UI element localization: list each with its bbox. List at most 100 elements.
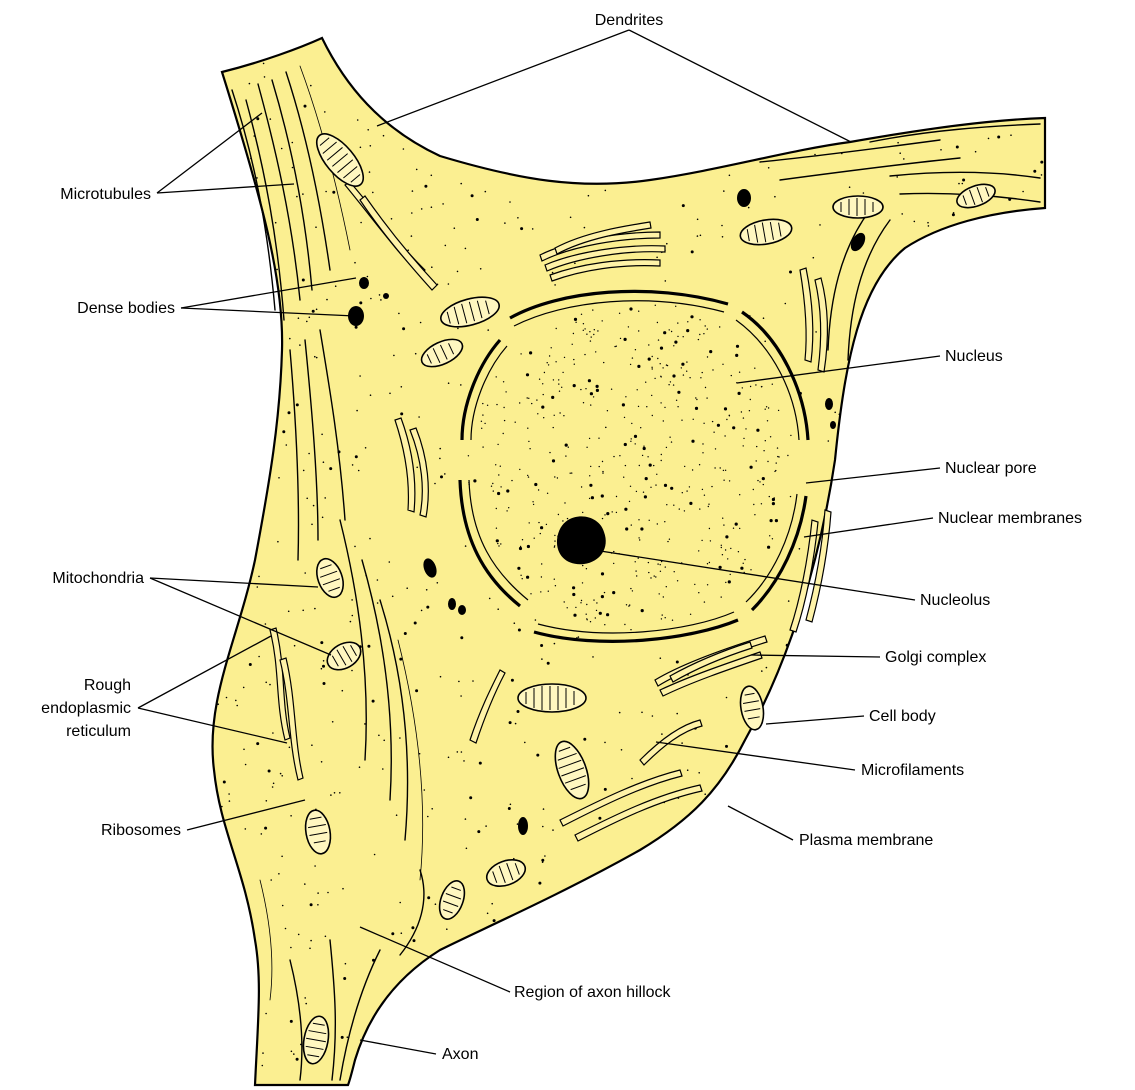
chromatin-dot bbox=[669, 437, 670, 438]
chromatin-dot bbox=[686, 329, 689, 332]
ribosome-dot bbox=[372, 700, 375, 703]
ribosome-dot bbox=[509, 201, 511, 203]
ribosome-dot bbox=[245, 828, 247, 830]
ribosome-dot bbox=[997, 136, 1000, 139]
chromatin-dot bbox=[511, 480, 512, 481]
ribosome-dot bbox=[1040, 161, 1043, 164]
chromatin-dot bbox=[597, 528, 600, 531]
chromatin-dot bbox=[628, 326, 629, 327]
ribosome-dot bbox=[485, 191, 487, 193]
ribosome-dot bbox=[354, 546, 356, 548]
ribosome-dot bbox=[398, 313, 400, 315]
chromatin-dot bbox=[683, 374, 684, 375]
chromatin-dot bbox=[624, 417, 625, 418]
label-nucleolus: Nucleolus bbox=[920, 592, 990, 609]
chromatin-dot bbox=[686, 490, 687, 491]
chromatin-dot bbox=[612, 591, 615, 594]
chromatin-dot bbox=[515, 422, 516, 423]
chromatin-dot bbox=[530, 593, 531, 594]
ribosome-dot bbox=[540, 644, 543, 647]
ribosome-dot bbox=[1022, 191, 1024, 193]
chromatin-dot bbox=[694, 584, 695, 585]
chromatin-dot bbox=[681, 367, 682, 368]
chromatin-dot bbox=[598, 438, 599, 439]
chromatin-dot bbox=[668, 384, 669, 385]
ribosome-dot bbox=[508, 807, 511, 810]
chromatin-dot bbox=[763, 484, 764, 485]
ribosome-dot bbox=[416, 467, 418, 469]
chromatin-dot bbox=[684, 510, 685, 511]
ribosome-dot bbox=[415, 689, 418, 692]
ribosome-dot bbox=[411, 926, 414, 929]
ribosome-dot bbox=[785, 303, 787, 305]
ribosome-dot bbox=[914, 221, 916, 223]
ribosome-dot bbox=[414, 622, 417, 625]
chromatin-dot bbox=[661, 454, 662, 455]
ribosome-dot bbox=[815, 331, 817, 333]
chromatin-dot bbox=[630, 364, 631, 365]
chromatin-dot bbox=[753, 504, 754, 505]
chromatin-dot bbox=[662, 614, 663, 615]
chromatin-dot bbox=[540, 526, 543, 529]
ribosome-dot bbox=[448, 382, 450, 384]
ribosome-dot bbox=[288, 411, 291, 414]
ribosome-dot bbox=[311, 744, 313, 746]
chromatin-dot bbox=[721, 545, 722, 546]
chromatin-dot bbox=[573, 614, 576, 617]
chromatin-dot bbox=[755, 384, 756, 385]
chromatin-dot bbox=[735, 354, 738, 357]
chromatin-dot bbox=[482, 403, 483, 404]
chromatin-dot bbox=[547, 362, 548, 363]
label-cell-body: Cell body bbox=[869, 708, 936, 725]
ribosome-dot bbox=[310, 903, 313, 906]
ribosome-dot bbox=[396, 814, 398, 816]
ribosome-dot bbox=[440, 676, 442, 678]
chromatin-dot bbox=[468, 484, 469, 485]
ribosome-dot bbox=[682, 204, 685, 207]
chromatin-dot bbox=[739, 494, 740, 495]
ribosome-dot bbox=[788, 600, 790, 602]
ribosome-dot bbox=[435, 903, 437, 905]
chromatin-dot bbox=[500, 486, 501, 487]
chromatin-dot bbox=[660, 363, 661, 364]
ribosome-dot bbox=[306, 498, 308, 500]
chromatin-dot bbox=[551, 396, 554, 399]
chromatin-dot bbox=[726, 419, 727, 420]
ribosome-dot bbox=[316, 357, 318, 359]
ribosome-dot bbox=[799, 392, 802, 395]
ribosome-dot bbox=[457, 271, 459, 273]
chromatin-dot bbox=[594, 329, 595, 330]
chromatin-dot bbox=[652, 368, 653, 369]
chromatin-dot bbox=[698, 592, 699, 593]
chromatin-dot bbox=[640, 527, 643, 530]
chromatin-dot bbox=[660, 402, 661, 403]
ribosome-dot bbox=[541, 658, 543, 660]
chromatin-dot bbox=[707, 563, 708, 564]
chromatin-dot bbox=[549, 452, 550, 453]
chromatin-dot bbox=[654, 378, 655, 379]
chromatin-dot bbox=[648, 572, 649, 573]
chromatin-dot bbox=[699, 508, 700, 509]
ribosome-dot bbox=[332, 721, 334, 723]
ribosome-dot bbox=[578, 636, 580, 638]
chromatin-dot bbox=[591, 496, 594, 499]
chromatin-dot bbox=[768, 407, 769, 408]
chromatin-dot bbox=[559, 412, 560, 413]
chromatin-dot bbox=[493, 490, 494, 491]
ribosome-dot bbox=[406, 587, 408, 589]
ribosome-dot bbox=[479, 762, 482, 765]
ribosome-dot bbox=[445, 245, 447, 247]
chromatin-dot bbox=[725, 549, 726, 550]
chromatin-dot bbox=[712, 421, 713, 422]
chromatin-dot bbox=[583, 330, 584, 331]
ribosome-dot bbox=[927, 222, 929, 224]
ribosome-dot bbox=[849, 186, 851, 188]
label-nuclear-membranes: Nuclear membranes bbox=[938, 510, 1082, 527]
ribosome-dot bbox=[296, 196, 298, 198]
ribosome-dot bbox=[321, 668, 323, 670]
chromatin-dot bbox=[723, 480, 724, 481]
chromatin-dot bbox=[638, 330, 639, 331]
ribosome-dot bbox=[439, 458, 441, 460]
chromatin-dot bbox=[625, 465, 626, 466]
